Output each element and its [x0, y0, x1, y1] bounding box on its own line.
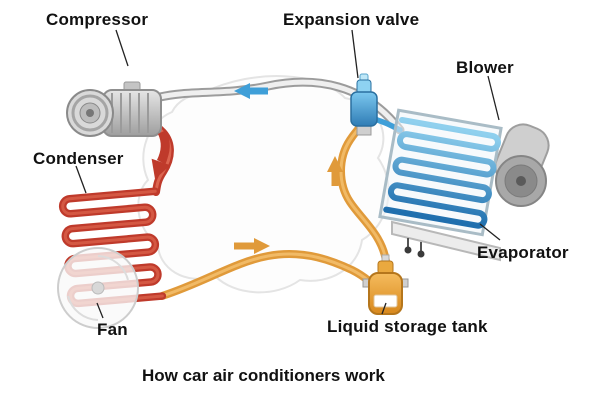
label-condenser: Condenser	[33, 149, 124, 168]
label-evaporator: Evaporator	[477, 243, 569, 262]
leader-line-blower	[487, 75, 500, 121]
leader-line-storage-tank	[381, 302, 387, 315]
evaporator-coil	[378, 108, 503, 237]
pipe-warm-riser	[337, 124, 390, 265]
expansion-valve-body	[350, 73, 378, 136]
label-compressor: Compressor	[46, 10, 149, 29]
label-fan: Fan	[97, 320, 128, 339]
leader-line-condenser	[75, 165, 87, 194]
compressor-unit	[66, 81, 162, 137]
label-blower: Blower	[456, 58, 514, 77]
fan-wheel	[57, 247, 139, 329]
leader-line-fan	[96, 302, 104, 319]
leader-line-expansion-valve	[351, 29, 359, 79]
hot-gas-to-condenser-arrow	[151, 129, 171, 179]
liquid-to-expansion-valve-arrow	[327, 156, 343, 186]
evaporator-housing	[391, 220, 501, 262]
label-liquid-storage-tank: Liquid storage tank	[327, 317, 488, 336]
diagram-caption: How car air conditioners work	[142, 366, 385, 385]
label-expansion-valve: Expansion valve	[283, 10, 420, 29]
pipe-warm-lower	[158, 250, 373, 300]
leader-line-evaporator	[479, 223, 501, 241]
blower-unit	[494, 123, 550, 207]
leader-line-compressor	[115, 29, 129, 67]
condenser-coil	[58, 187, 167, 308]
liquid-to-storage-tank-arrow	[234, 238, 270, 254]
cold-gas-to-compressor-arrow	[234, 83, 268, 99]
storage-tank-body	[362, 254, 409, 315]
